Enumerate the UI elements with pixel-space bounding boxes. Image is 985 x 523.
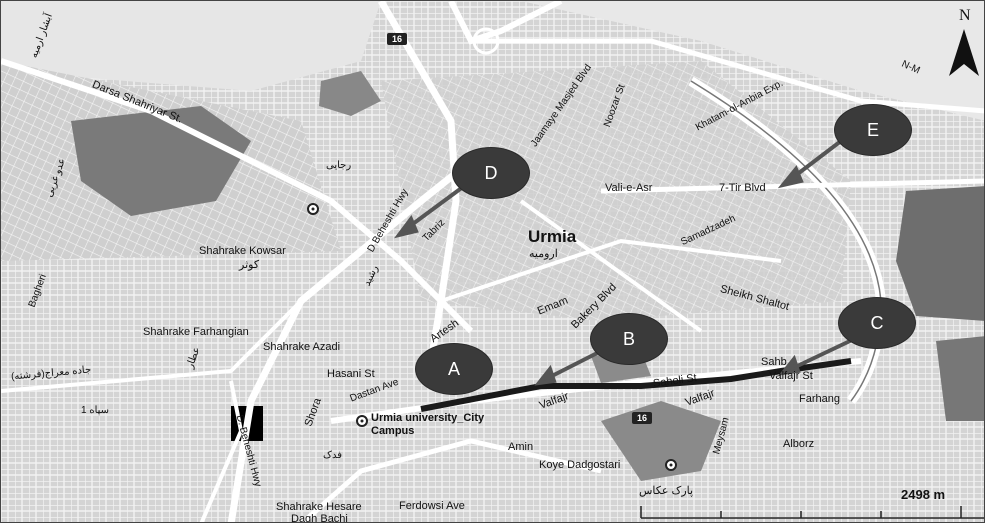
street-label: Ferdowsi Ave [399,500,465,512]
place-label: Dagh Bachi [291,513,348,523]
place-label: Campus [371,425,415,437]
marker-a[interactable]: A [416,344,492,394]
marker-d[interactable]: D [453,148,529,198]
park-north [319,71,381,116]
north-label: N [959,7,971,24]
marker-c[interactable]: C [839,298,915,348]
marker-b[interactable]: B [591,314,667,364]
city-label-fa: ارومیه [529,248,558,260]
scale-bar [640,506,984,519]
place-label: Urmia university_City [371,412,485,424]
marker-e[interactable]: E [835,105,911,155]
park-east [896,186,984,321]
place-label: سپاه 1 [81,405,110,416]
street-label: Alborz [783,438,815,450]
road-badge-16-south: 16 [632,412,653,424]
street-label: Valfajr St [769,370,813,382]
road-badge-16-north: 16 [387,33,408,45]
street-label: Amin [508,441,534,453]
place-label: Shahrake Kowsar [199,245,286,257]
park-east-lower [936,336,984,421]
street-label: Hasani St [327,368,375,380]
city-label: Urmia [528,227,577,246]
place-label: Shahrake Azadi [263,341,341,353]
street-label: 7-Tir Blvd [719,182,766,194]
park-south [601,401,721,481]
open-land-ne [521,1,984,121]
street-label: Vali-e-Asr [605,182,653,194]
place-label: Koye Dadgostari [539,459,621,471]
place-label: رجایی [326,160,352,171]
park-northwest [71,106,251,216]
open-land-nw [1,1,381,91]
place-label: فدک [323,450,342,461]
place-label: پارک عکاس [639,485,694,497]
street-label: Farhang [799,393,840,405]
north-arrow-icon [949,29,979,76]
street-label: Sahb [761,356,787,368]
place-label: Shahrake Farhangian [143,326,249,338]
place-label: Shahrake Hesare [276,501,362,513]
place-label: کوثر [239,259,260,271]
scale-label: 2498 m [901,487,946,502]
